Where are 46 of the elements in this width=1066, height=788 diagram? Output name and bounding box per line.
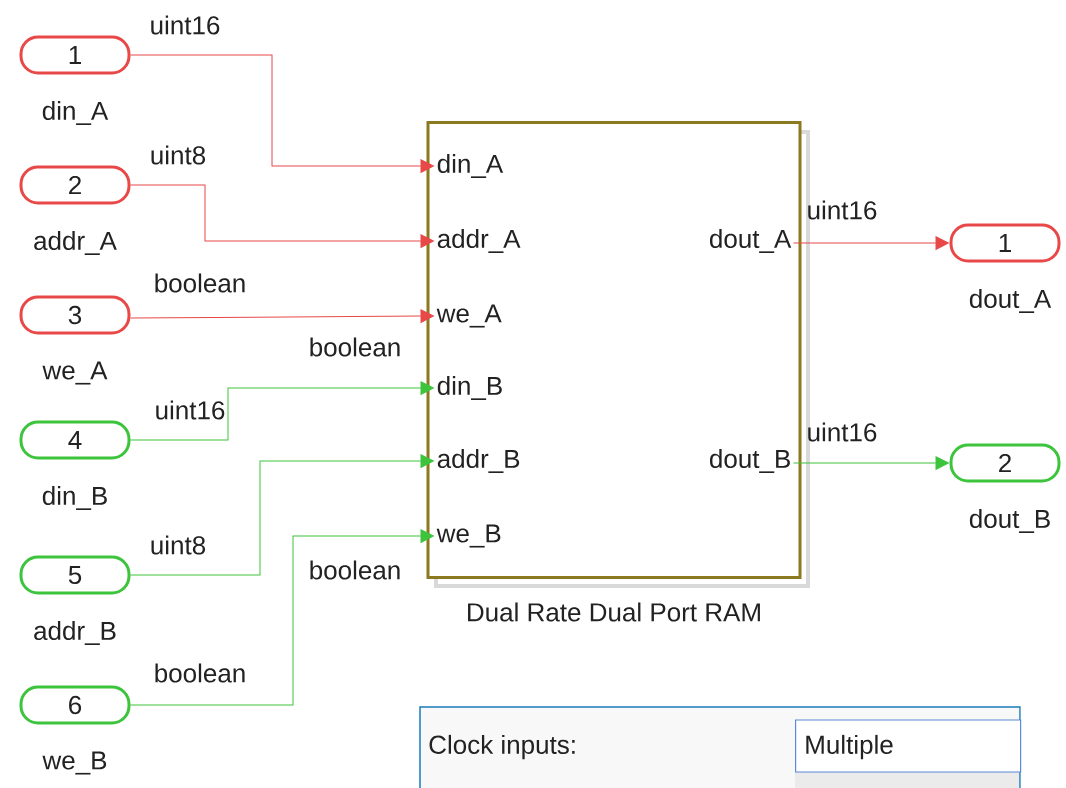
arrow	[793, 456, 949, 470]
port-label: din_A	[437, 154, 504, 178]
field-value: Multiple	[806, 734, 893, 760]
port-block: 4	[19, 420, 131, 460]
port-block: 6	[19, 685, 131, 725]
arrow	[130, 381, 434, 441]
port-block: 2	[19, 165, 131, 205]
edge-label: uint8	[151, 535, 206, 555]
field-label: Clock inputs:	[429, 734, 575, 760]
port-block: 5	[19, 555, 131, 595]
port-label: addr_A	[437, 229, 521, 253]
block-name: din_B	[42, 486, 107, 510]
block-name: addr_A	[34, 231, 117, 255]
edge-label: uint8	[151, 145, 206, 165]
port-block: 2	[949, 443, 1061, 483]
port-label: dout_B	[710, 449, 790, 473]
arrow	[130, 529, 434, 706]
arrow	[793, 236, 949, 250]
block-name: Dual Rate Dual Port RAM	[468, 602, 760, 622]
ram-block	[426, 121, 810, 588]
block-name: dout_B	[969, 509, 1050, 533]
data-type-label: boolean	[310, 337, 400, 357]
arrow	[130, 309, 434, 323]
edge-label: boolean	[155, 273, 245, 293]
port-block: 1	[19, 35, 131, 75]
port-label: din_B	[437, 376, 502, 400]
block-name: dout_A	[969, 289, 1052, 313]
edge-label: uint16	[808, 200, 877, 220]
block-name: we_B	[42, 751, 107, 775]
block-name: din_A	[42, 101, 109, 125]
port-label: we_A	[436, 304, 502, 328]
edge-label: uint16	[151, 15, 220, 35]
data-type-label: boolean	[310, 560, 400, 580]
port-label: dout_A	[710, 229, 792, 253]
block-name: we_A	[42, 361, 108, 385]
port-label: addr_B	[437, 449, 520, 473]
edge-label: uint16	[156, 400, 225, 420]
arrow	[130, 184, 434, 248]
edge-label: boolean	[155, 663, 245, 683]
edge-label: uint16	[808, 422, 877, 442]
port-block: 3	[19, 295, 131, 335]
port-block: 1	[949, 223, 1061, 263]
arrow	[130, 54, 434, 173]
block-name: addr_B	[34, 621, 116, 645]
port-label: we_B	[436, 524, 501, 548]
arrow	[130, 454, 434, 576]
